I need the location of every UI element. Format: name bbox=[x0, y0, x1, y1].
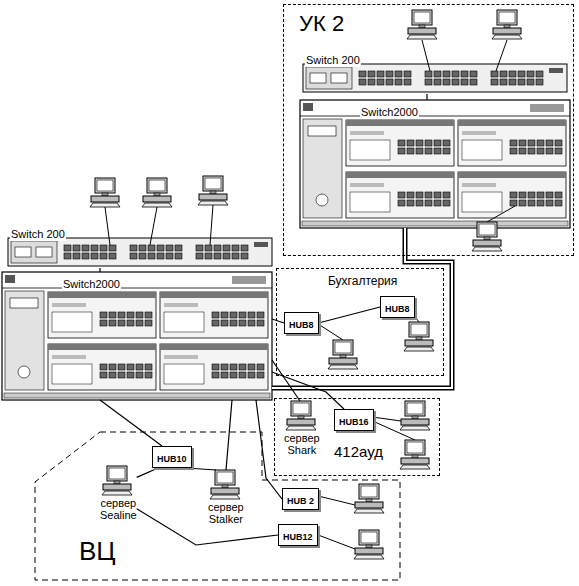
area-label: ВЦ bbox=[78, 536, 117, 566]
network-cable bbox=[186, 468, 216, 470]
computer-icon bbox=[407, 10, 437, 39]
hub-label: HUB 2 bbox=[287, 496, 314, 507]
network-cable bbox=[272, 319, 284, 323]
computer-icon bbox=[90, 178, 120, 207]
device-label: Switch 200 bbox=[10, 228, 66, 241]
switch-artwork bbox=[8, 238, 272, 266]
network-cable bbox=[100, 400, 162, 446]
network-cable bbox=[186, 468, 216, 470]
network-cable bbox=[272, 228, 452, 388]
hub-box: HUB10 bbox=[152, 446, 192, 468]
network-cable bbox=[100, 268, 101, 272]
device-label: Switch2000 bbox=[62, 278, 121, 291]
device-label: Switch 200 bbox=[305, 54, 361, 67]
chassis-switch: Switch2000 bbox=[2, 272, 272, 400]
hub-label: HUB8 bbox=[289, 320, 314, 331]
server-label: сервер Stalker bbox=[208, 501, 244, 525]
computer-icon bbox=[328, 340, 358, 369]
network-cable bbox=[272, 372, 344, 409]
device-label: Switch2000 bbox=[360, 106, 419, 119]
computer-icon bbox=[142, 178, 172, 207]
network-cable bbox=[256, 400, 282, 499]
network-cable bbox=[426, 94, 427, 100]
computer-icon bbox=[286, 401, 316, 430]
server-label: сервер Sealine bbox=[100, 497, 137, 521]
computer-icon bbox=[354, 530, 384, 559]
network-area: БухгалтерияHUB8HUB8 bbox=[276, 268, 444, 376]
computer-icon bbox=[472, 222, 502, 251]
server-computer: сервер Stalker bbox=[208, 470, 244, 527]
computer-icon bbox=[492, 10, 522, 39]
computer-icon bbox=[354, 484, 384, 513]
network-cable bbox=[272, 228, 452, 388]
server-computer: сервер Sealine bbox=[100, 466, 137, 523]
network-cable bbox=[319, 307, 381, 323]
chassis-artwork bbox=[2, 272, 272, 400]
hub-box: HUB16 bbox=[334, 409, 374, 431]
switch-device: Switch 200 bbox=[303, 50, 567, 94]
hub-box: HUB8 bbox=[284, 312, 319, 334]
network-area: УК 2 Switch 200Switch2000 bbox=[283, 4, 574, 256]
network-cable bbox=[137, 509, 278, 545]
network-cable bbox=[256, 400, 282, 499]
computer-icon bbox=[400, 401, 430, 430]
network-cable bbox=[272, 319, 284, 323]
area-outline bbox=[35, 432, 400, 580]
computer-icon bbox=[102, 466, 132, 495]
area-label: Бухгалтерия bbox=[327, 274, 398, 288]
server-label: сервер Shark bbox=[284, 432, 320, 456]
chassis-switch: Switch2000 bbox=[300, 100, 570, 228]
cable-wire bbox=[105, 40, 515, 549]
network-cable bbox=[137, 468, 158, 477]
hub-label: HUB10 bbox=[157, 454, 187, 465]
area-label: 412ауд bbox=[333, 443, 384, 460]
computer-icon bbox=[404, 322, 434, 351]
switch-artwork bbox=[303, 64, 567, 92]
server-computer: сервер Shark bbox=[284, 401, 320, 458]
hub-label: HUB8 bbox=[385, 304, 410, 315]
network-cable bbox=[100, 400, 162, 446]
network-area: 412ауд сервер Shark HUB16 bbox=[274, 398, 440, 476]
hub-box: HUB8 bbox=[380, 296, 415, 318]
hub-label: HUB12 bbox=[283, 532, 313, 543]
hub-label: HUB16 bbox=[339, 417, 369, 428]
network-cable bbox=[272, 228, 452, 388]
network-cable bbox=[226, 400, 232, 470]
hub-box: HUB 2 bbox=[282, 488, 319, 510]
computer-icon bbox=[400, 440, 430, 469]
computer-icon bbox=[198, 176, 228, 205]
area-label: УК 2 bbox=[298, 11, 345, 36]
network-cable bbox=[99, 268, 100, 272]
network-cable bbox=[319, 307, 381, 323]
network-cable bbox=[137, 509, 278, 545]
network-cable bbox=[137, 468, 158, 477]
network-cable bbox=[427, 94, 428, 100]
switch-device: Switch 200 bbox=[8, 224, 272, 268]
hub-box: HUB12 bbox=[278, 524, 318, 546]
computer-icon bbox=[210, 470, 240, 499]
network-cable bbox=[272, 372, 344, 409]
chassis-artwork bbox=[300, 100, 570, 228]
network-cable bbox=[226, 400, 232, 470]
